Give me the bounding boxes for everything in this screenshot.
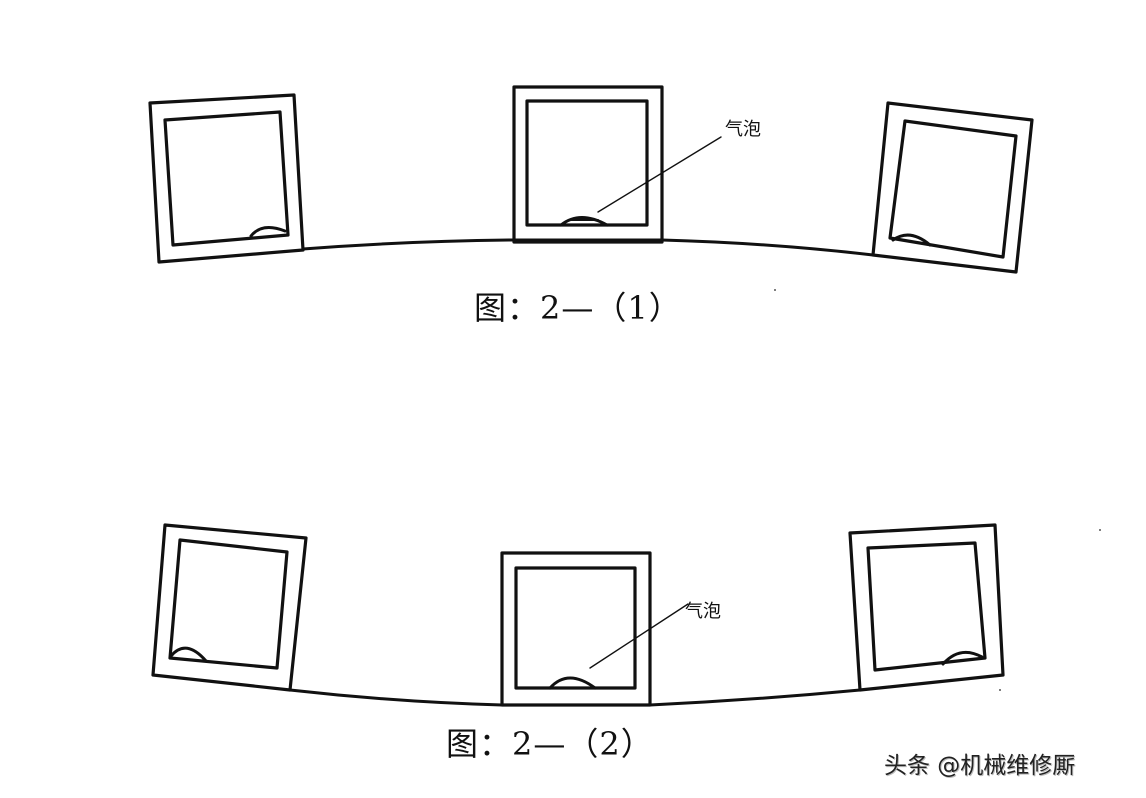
bubble-icon [169,646,208,663]
level-frame-bottom-right [848,523,1005,692]
level-frame-top-left [148,93,305,264]
bubble-leader-line [589,603,689,669]
concave-surface-line [288,688,862,707]
bubble-icon [891,233,932,247]
bubble-label-top: 气泡 [725,119,761,140]
level-frame-top-middle [512,85,664,244]
figure-bottom [151,523,1005,707]
bubble-icon [249,225,287,238]
figure-top [148,85,1034,274]
level-frame-bottom-middle [500,551,652,707]
figure-caption-top: 图：2—（1） [474,289,682,327]
convex-surface-line [301,238,875,257]
bubble-icon [548,676,597,690]
figure-caption-bottom: 图：2—（2） [446,725,654,763]
watermark: 头条 @机械维修厮 [884,753,1076,779]
bubble-icon [941,650,984,666]
bubble-icon [559,216,609,227]
bubble-label-bottom: 气泡 [685,601,721,622]
level-frame-top-right [871,101,1034,274]
bubble-leader-line [597,136,722,213]
level-frame-bottom-left [151,523,308,692]
